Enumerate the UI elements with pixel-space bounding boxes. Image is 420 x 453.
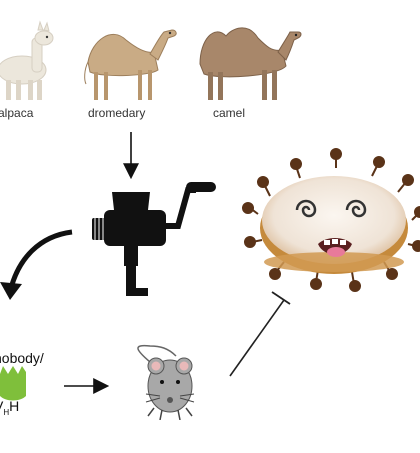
diagram-graphics: [0, 20, 420, 420]
arrow-icon: [7, 229, 73, 293]
alpaca-label: alpaca: [0, 106, 34, 120]
inhibition-line: [229, 299, 285, 377]
vhh-v: V: [0, 398, 3, 414]
mouse-icon: [137, 344, 195, 420]
vhh-subscript: H: [3, 407, 10, 417]
coronavirus-donut-icon: [242, 148, 420, 292]
camel-icon: [199, 27, 302, 100]
vhh-h: H: [9, 398, 20, 414]
nanobody-icon: [0, 366, 26, 401]
diagram-canvas: alpaca dromedary camel nobody/ VHH: [0, 20, 420, 420]
dromedary-icon: [84, 29, 177, 100]
inhibition-line: [271, 291, 291, 305]
alpaca-icon: [0, 20, 54, 100]
nanobody-label-line1: nobody/: [0, 350, 44, 366]
nanobody-label: nobody/ VHH: [0, 318, 44, 453]
nanobody-label-line2: VHH: [0, 398, 44, 421]
camel-label: camel: [213, 106, 246, 120]
dromedary-label: dromedary: [88, 106, 146, 120]
meat-grinder-icon: [92, 182, 216, 296]
